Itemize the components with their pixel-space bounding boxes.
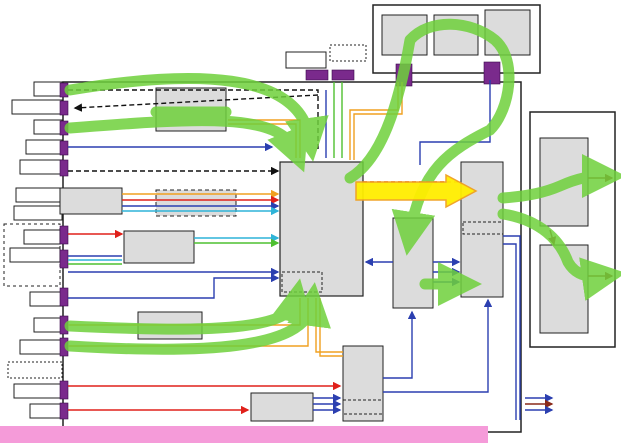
block-right-tall — [460, 161, 504, 298]
block-mid-left — [123, 230, 195, 264]
block-bottom-left — [250, 392, 314, 422]
block-bottom-center — [342, 345, 384, 422]
right-module-outline — [529, 111, 616, 348]
top-module-outline — [372, 4, 541, 74]
yellow-flow-arrow — [355, 173, 478, 209]
data-flow-bands — [64, 18, 621, 355]
block-right-tall-sub — [462, 221, 504, 235]
block-left-mid — [59, 187, 123, 215]
label-box-top — [285, 51, 327, 69]
block-bottom-center-sub — [342, 399, 384, 415]
dashed-label-box-top — [329, 44, 367, 62]
left-port-labels — [3, 81, 63, 419]
bottom-pink-bar — [0, 426, 488, 443]
